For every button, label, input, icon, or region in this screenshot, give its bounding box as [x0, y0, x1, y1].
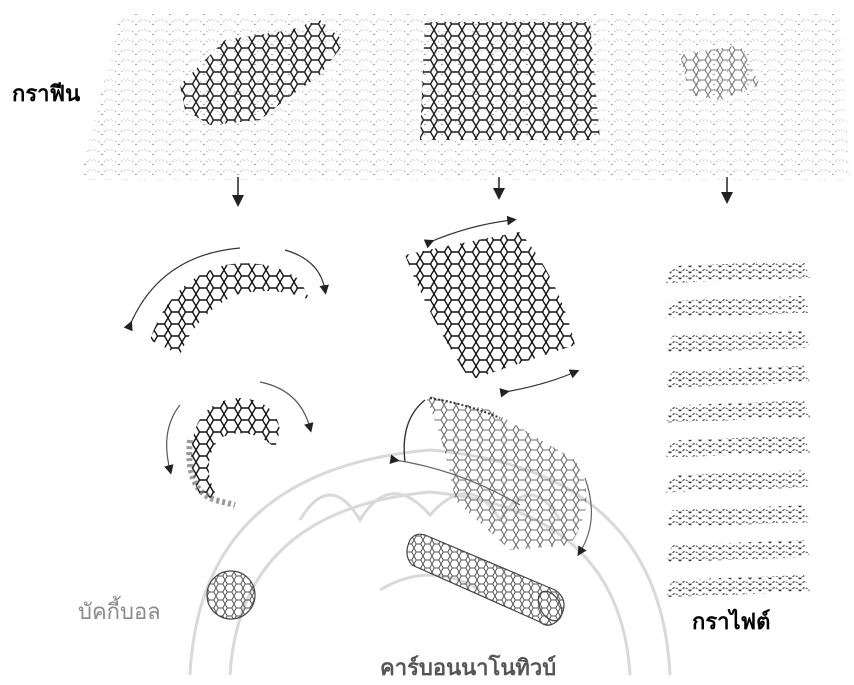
- graphite-layer: [666, 401, 810, 423]
- graphite-stack: [666, 261, 810, 597]
- graphite-layer: [666, 331, 810, 353]
- graphite-layer: [666, 575, 810, 597]
- graphite-layer: [666, 470, 810, 492]
- graphite-layer: [666, 505, 810, 527]
- label-graphene: กราฟีน: [12, 76, 80, 111]
- graphite-layer: [666, 366, 810, 388]
- label-carbon-nanotube: คาร์บอนนาโนทิวบ์: [380, 650, 556, 685]
- graphite-layer: [666, 261, 810, 283]
- carbon-nanotube: [407, 534, 567, 625]
- rolling-graphene-sheet: [405, 220, 575, 392]
- arrows-down: [238, 177, 727, 201]
- graphite-layer: [666, 435, 810, 457]
- graphene-sheet: [80, 14, 850, 180]
- graphite-layer: [666, 296, 810, 318]
- buckyball: [207, 571, 255, 619]
- curling-graphene-fragment: [130, 248, 325, 355]
- closing-graphene-cage: [167, 382, 310, 505]
- label-buckyball: บัคกี้บอล: [78, 594, 161, 629]
- rolling-nanotube-cylinder: [395, 395, 591, 552]
- label-graphite: กราไฟต์: [692, 604, 770, 639]
- graphite-layer: [666, 540, 810, 562]
